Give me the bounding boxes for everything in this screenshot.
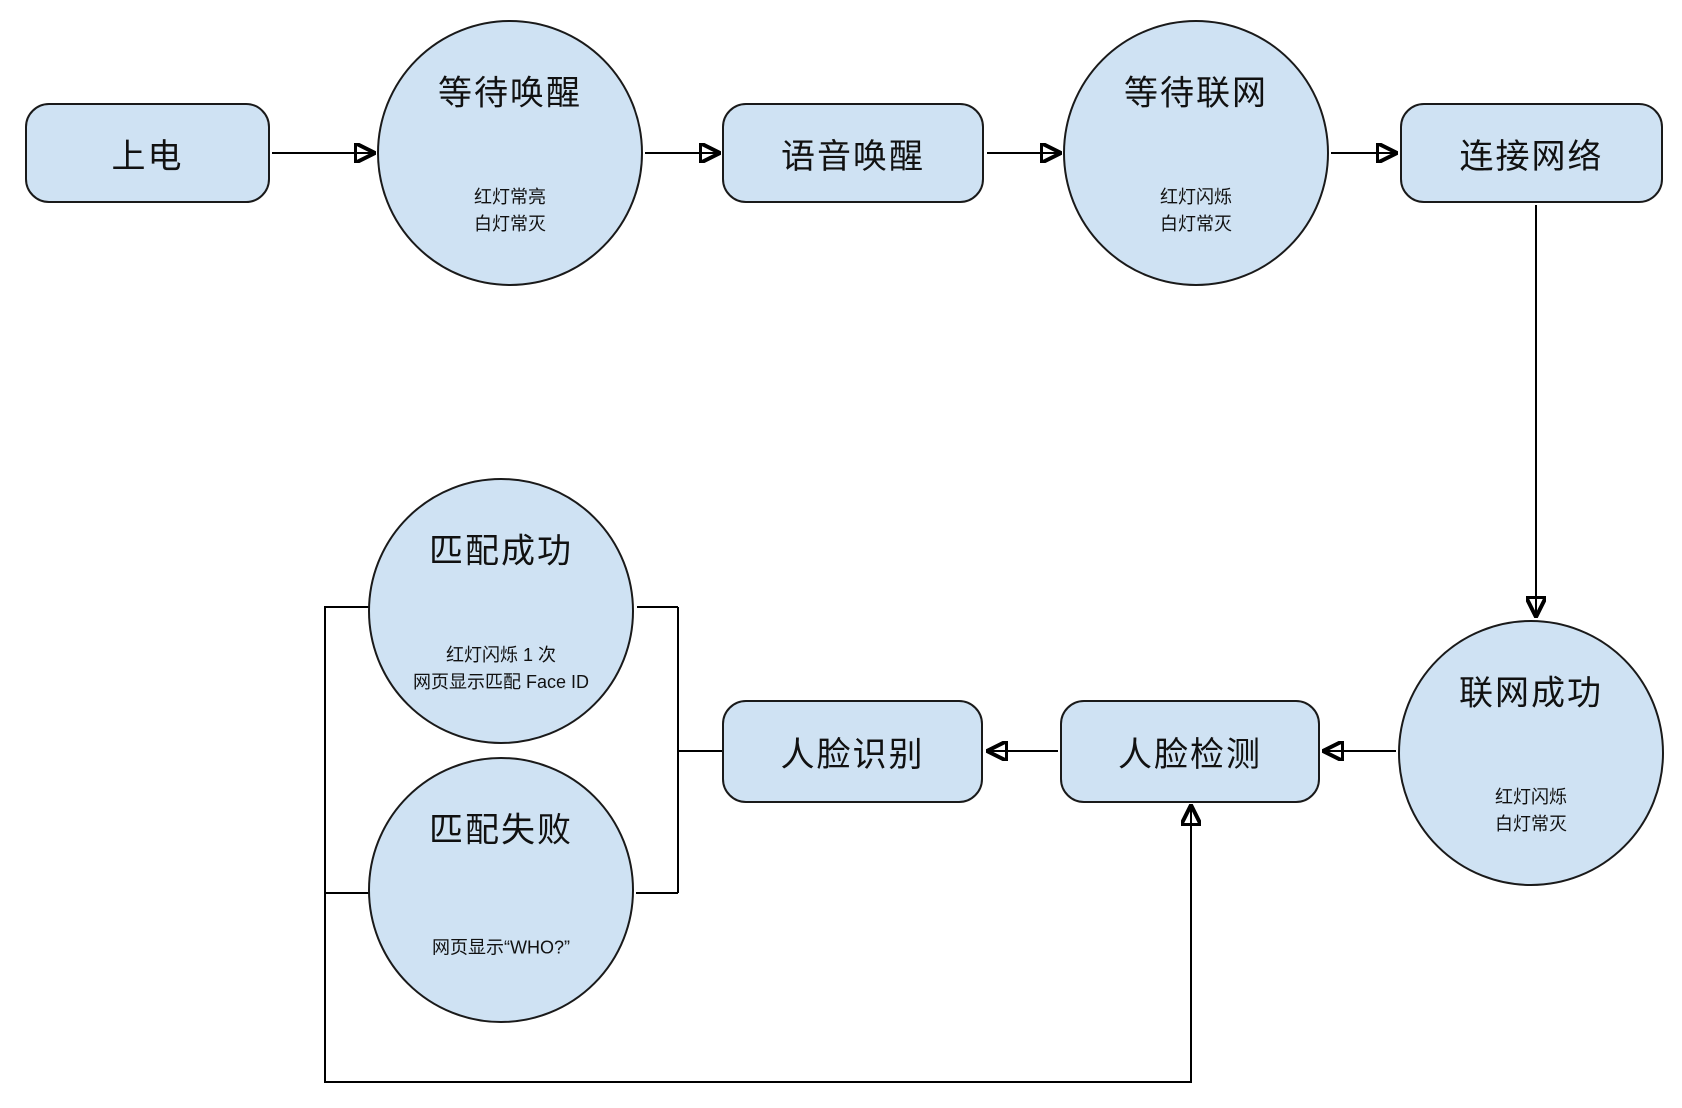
node-subtext-line: 红灯闪烁 1 次 [445, 644, 556, 665]
node-subtext-line: 白灯常灭 [1495, 813, 1567, 834]
node-subtext-line: 网页显示“WHO?” [432, 937, 570, 958]
node-label: 等待联网 [1124, 74, 1268, 113]
node-subtext-line: 网页显示匹配 Face ID [412, 671, 590, 692]
node-subtext: 红灯闪烁 白灯常灭 [1400, 784, 1662, 838]
node-label: 匹配成功 [429, 532, 573, 571]
node-match-fail: 匹配失败 网页显示“WHO?” [368, 757, 634, 1023]
node-face-detect: 人脸检测 [1060, 700, 1320, 803]
node-label: 连接网络 [1459, 137, 1604, 176]
node-subtext-line: 红灯闪烁 [1495, 786, 1567, 807]
node-subtext: 红灯闪烁 白灯常灭 [1065, 184, 1327, 238]
node-voice-wake: 语音唤醒 [722, 103, 984, 203]
node-wait-network: 等待联网 红灯闪烁 白灯常灭 [1063, 20, 1329, 286]
node-label: 人脸识别 [780, 736, 925, 774]
node-connect-network: 连接网络 [1400, 103, 1663, 203]
node-label: 等待唤醒 [438, 74, 582, 113]
node-label: 联网成功 [1459, 674, 1603, 713]
node-label: 人脸检测 [1118, 736, 1262, 774]
node-subtext: 网页显示“WHO?” [370, 934, 632, 961]
node-subtext-line: 白灯常灭 [1160, 213, 1232, 234]
node-subtext-line: 白灯常灭 [474, 213, 546, 234]
node-power-on: 上电 [25, 103, 270, 203]
connector-facerecognize-branch-bracket [636, 606, 723, 894]
node-subtext-line: 红灯常亮 [474, 186, 546, 207]
node-network-success: 联网成功 红灯闪烁 白灯常灭 [1398, 620, 1664, 886]
node-match-success: 匹配成功 红灯闪烁 1 次 网页显示匹配 Face ID [368, 478, 634, 744]
node-subtext-line: 红灯闪烁 [1160, 186, 1232, 207]
node-subtext: 红灯闪烁 1 次 网页显示匹配 Face ID [370, 642, 632, 696]
node-label: 匹配失败 [429, 811, 573, 850]
node-wait-wake: 等待唤醒 红灯常亮 白灯常灭 [377, 20, 643, 286]
node-subtext: 红灯常亮 白灯常灭 [379, 184, 641, 238]
node-label: 语音唤醒 [781, 137, 925, 176]
node-face-recognize: 人脸识别 [722, 700, 983, 803]
node-label: 上电 [111, 137, 184, 176]
